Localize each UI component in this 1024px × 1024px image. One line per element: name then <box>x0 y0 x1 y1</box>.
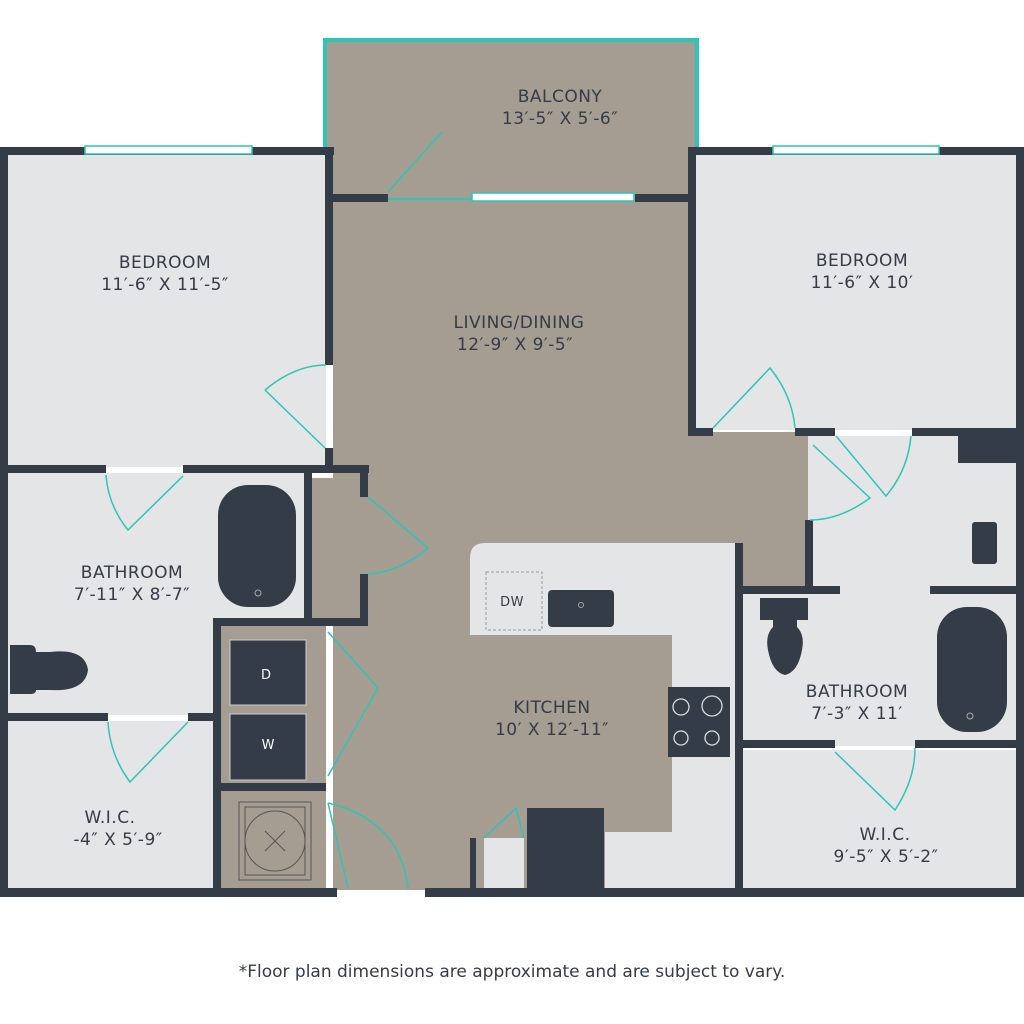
kitchen-counter <box>470 543 735 890</box>
wic-right-dims: 9′-5″ X 5′-2″ <box>834 847 939 867</box>
window-bedroom-left <box>84 145 253 155</box>
dryer <box>229 639 307 706</box>
burner-icons <box>672 695 723 746</box>
refrigerator <box>527 808 604 888</box>
wic-left-floor <box>8 721 215 889</box>
bedroom-left-floor <box>8 155 326 467</box>
bedroom-right-floor <box>696 155 1016 430</box>
faucet-icon <box>578 602 584 608</box>
living-dims: 12′-9″ X 9′-5″ <box>457 335 573 355</box>
washer <box>229 713 307 781</box>
dishwasher-outline <box>485 571 543 631</box>
kitchen-name: KITCHEN <box>513 698 590 718</box>
dishwasher-label: DW <box>500 595 524 610</box>
bathtub-left <box>218 485 296 607</box>
bedroom-left-dims: 11′-6″ X 11′-5″ <box>101 275 229 295</box>
doors <box>105 131 916 889</box>
footnote: *Floor plan dimensions are approximate a… <box>238 962 786 982</box>
bedroom-left-name: BEDROOM <box>119 253 211 273</box>
dryer-label: D <box>261 668 271 683</box>
bedroom-right-dims: 11′-6″ X 10′ <box>811 273 914 293</box>
balcony-floor <box>327 42 696 202</box>
sink-kitchen-icon <box>548 590 614 627</box>
tub-drain-icon <box>966 712 974 720</box>
bathroom-right-dims: 7′-3″ X 11′ <box>811 704 902 724</box>
window-balcony <box>471 192 635 202</box>
tub-drain-icon <box>254 589 262 597</box>
bathtub-right <box>937 607 1007 732</box>
bathroom-left-name: BATHROOM <box>81 563 183 583</box>
bathroom-left-dims: 7′-11″ X 8′-7″ <box>74 585 190 605</box>
washer-label: W <box>262 738 275 753</box>
wic-left-name: W.I.C. <box>85 808 136 828</box>
hvac-unit-icon <box>238 801 312 881</box>
kitchen-dims: 10′ X 12′-11″ <box>495 720 609 740</box>
stove <box>668 687 730 757</box>
wic-right-name: W.I.C. <box>860 825 911 845</box>
balcony-name: BALCONY <box>518 87 603 107</box>
closet-floor <box>312 478 362 618</box>
wic-right-floor <box>742 750 1016 890</box>
pantry <box>484 838 524 890</box>
living-name: LIVING/DINING <box>454 313 585 333</box>
toilet-right-icon <box>760 598 808 675</box>
bathroom-right-name: BATHROOM <box>806 682 908 702</box>
balcony-dims: 13′-5″ X 5′-6″ <box>502 109 618 129</box>
bedroom-right-name: BEDROOM <box>816 251 908 271</box>
sink-right-icon <box>972 522 997 564</box>
window-bedroom-right <box>772 145 940 155</box>
wic-left-dims: -4″ X 5′-9″ <box>73 830 162 850</box>
toilet-left-icon <box>10 645 88 694</box>
